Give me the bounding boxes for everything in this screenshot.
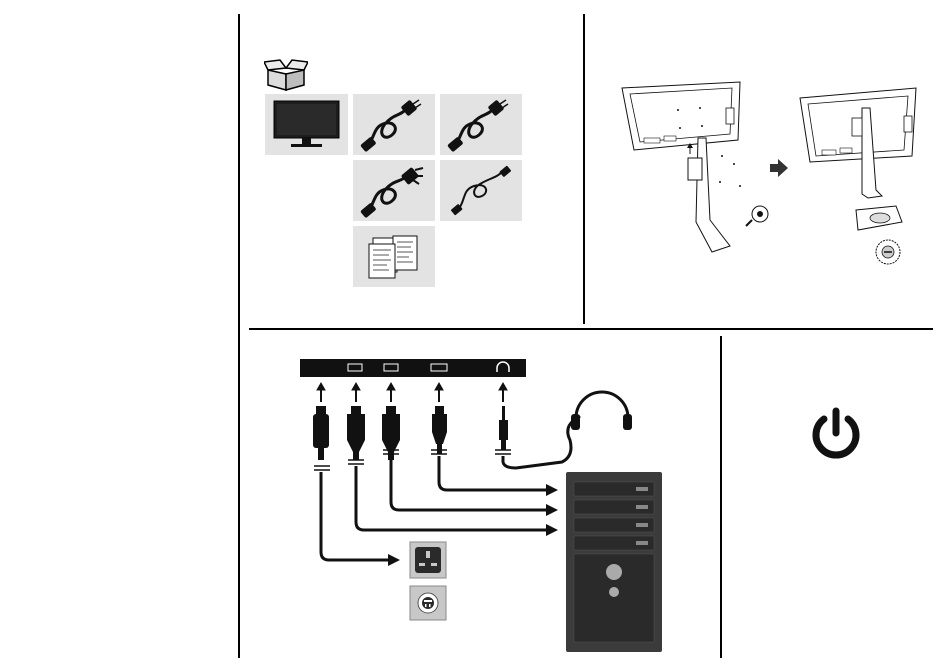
monitor-port-bar	[300, 359, 526, 377]
stand-base	[856, 206, 902, 230]
stand-detached	[687, 138, 741, 252]
monitor-icon	[265, 94, 348, 155]
arrow-right-icon	[770, 159, 788, 177]
divider-top-middle	[583, 14, 585, 324]
stand-install-illustration	[600, 70, 930, 280]
hdmi-cable-1	[356, 466, 546, 530]
power-plug	[313, 406, 329, 460]
audio-cable	[503, 416, 580, 468]
port-arrows	[317, 383, 507, 402]
manual-icon	[353, 226, 435, 287]
open-box-icon	[264, 58, 308, 92]
hdmi-plug-2	[382, 406, 400, 460]
power-cord-tile-3	[353, 160, 435, 221]
monitor-back-before	[622, 82, 740, 150]
power-cord-icon	[353, 160, 435, 221]
connection-diagram	[240, 336, 720, 672]
audio-plug	[499, 406, 508, 450]
hdmi-cable-2	[391, 456, 546, 510]
power-cord-icon	[353, 94, 435, 155]
power-cord-tile-1	[353, 94, 435, 155]
displayport-plug	[432, 406, 447, 454]
monitor-back-after	[800, 88, 916, 198]
monitor-tile	[265, 94, 348, 155]
wall-outlet-icon	[410, 542, 446, 578]
divider-bottom-right	[720, 336, 722, 658]
hdmi-cable-tile	[440, 160, 522, 221]
screw-knob-icon	[876, 240, 900, 264]
screw-icon	[746, 206, 768, 226]
displayport-cable	[439, 456, 546, 490]
documentation-tile	[353, 226, 435, 287]
power-icon	[808, 405, 864, 461]
divider-horizontal	[249, 328, 933, 330]
headphones-icon	[571, 392, 632, 430]
cable-break-marks	[314, 450, 511, 470]
power-cord-tile-2	[440, 94, 522, 155]
hdmi-plug-1	[347, 406, 365, 460]
power-cord-icon	[440, 94, 522, 155]
power-port-icon	[410, 586, 446, 620]
pc-tower-icon	[566, 472, 662, 652]
cable-icon	[440, 160, 522, 221]
